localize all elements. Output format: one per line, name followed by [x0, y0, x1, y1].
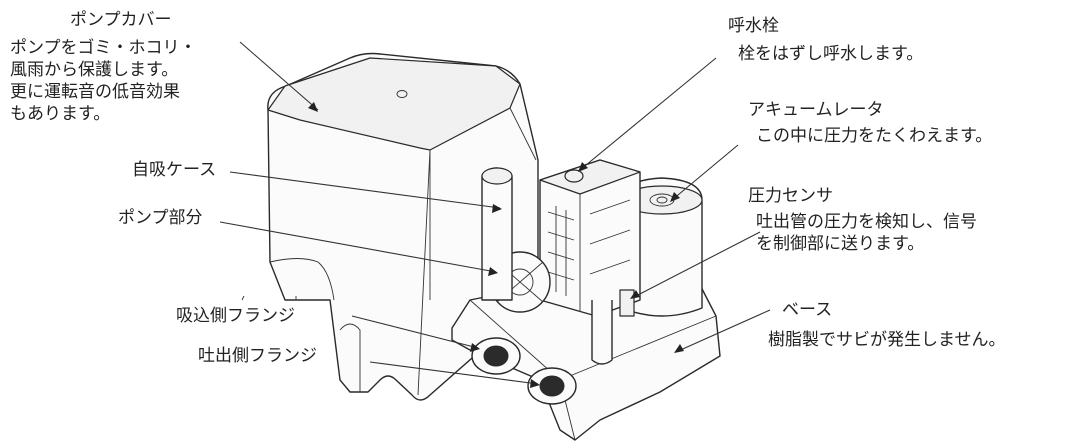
suction-flange-label: 吸込側フランジ — [176, 306, 295, 326]
pressure-sensor-desc-2: を制御部に送ります。 — [756, 234, 925, 254]
base-desc-1: 樹脂製でサビが発生しません。 — [768, 330, 1006, 350]
suction-flange-drawing — [471, 337, 521, 375]
pump-cover-desc-1: ポンプをゴミ・ホコリ・ — [10, 38, 197, 58]
accumulator-label: アキュームレータ — [748, 100, 884, 120]
discharge-flange-label: 吐出側フランジ — [198, 346, 317, 366]
priming-plug-label: 呼水栓 — [728, 16, 779, 36]
pump-cover-desc-3: 更に運転音の低音効果 — [10, 82, 180, 102]
self-priming-case-label: 自吸ケース — [132, 160, 217, 180]
discharge-flange-drawing — [527, 367, 577, 405]
pump-cover-label: ポンプカバー — [70, 10, 172, 30]
pressure-sensor-desc-1: 吐出管の圧力を検知し、信号 — [756, 212, 977, 232]
accumulator-desc-1: この中に圧力をたくわえます。 — [756, 126, 993, 146]
pump-body-drawing — [451, 159, 721, 441]
pump-section-label: ポンプ部分 — [118, 208, 203, 228]
pump-cover-desc-4: もあります。 — [10, 104, 111, 124]
priming-plug-desc-1: 栓をはずし呼水します。 — [738, 44, 924, 64]
leader-lines — [219, 41, 771, 388]
pump-cover-desc-2: 風雨から保護します。 — [10, 60, 179, 80]
base-label: ベース — [782, 300, 833, 320]
pressure-sensor-label: 圧力センサ — [748, 186, 833, 206]
